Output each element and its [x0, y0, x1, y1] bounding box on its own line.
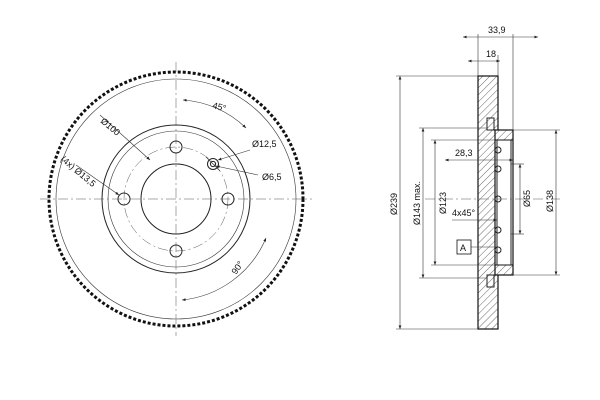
pilot-hole-inner-label: Ø6,5 — [262, 172, 282, 182]
hat-depth-label: 28,3 — [455, 148, 473, 158]
side-view: 33,9 18 28,3 Ø239 Ø143 max. Ø123 4x45° Ø… — [389, 25, 560, 330]
pilot-hole-inner — [209, 160, 217, 168]
pilot-hole-inner-leader — [215, 165, 259, 176]
hat-wall-top — [494, 129, 514, 141]
pilot-hole-leader — [217, 149, 251, 161]
bolt-hole-left — [117, 192, 131, 206]
datum-label: A — [460, 243, 466, 253]
section-bolt-hole-top — [494, 146, 502, 154]
outer-diameter-label: Ø239 — [389, 193, 399, 215]
angle-45-label: 45° — [211, 100, 227, 113]
friction-max-label: Ø143 max. — [412, 181, 422, 225]
bolt-hole-top — [169, 140, 183, 154]
section-hole-mid-1 — [494, 165, 502, 173]
angle-90-label: 90° — [229, 259, 245, 276]
bolt-circle-label: Ø100 — [99, 116, 122, 138]
angle-90-arc — [181, 237, 267, 302]
angle-45-arc — [182, 98, 247, 129]
chamfer-label: 4x45° — [452, 208, 476, 218]
pilot-hole-label: Ø12,5 — [252, 139, 277, 149]
bolt-hole-right — [221, 192, 235, 206]
hat-diameter-label: Ø123 — [438, 192, 448, 214]
bolt-holes-label: (4x) Ø13,5 — [59, 154, 98, 189]
disc-outer-edge — [47, 70, 305, 328]
section-bolt-hole-bottom — [494, 246, 502, 254]
inner-diameter-label: Ø138 — [545, 190, 555, 212]
total-width-label: 33,9 — [488, 25, 506, 35]
center-bore-label: Ø65 — [522, 190, 532, 207]
section-hole-mid-3 — [494, 226, 502, 234]
hat-wall-bottom — [494, 264, 514, 276]
hat-width-label: 18 — [486, 49, 496, 59]
bolt-holes-leader — [75, 164, 120, 196]
bolt-holes — [117, 140, 235, 258]
bolt-circle-leader — [99, 114, 151, 161]
front-view: 45° Ø100 Ø12,5 Ø6,5 (4x) Ø13,5 90° — [40, 62, 312, 336]
pilot-hole — [207, 158, 219, 170]
